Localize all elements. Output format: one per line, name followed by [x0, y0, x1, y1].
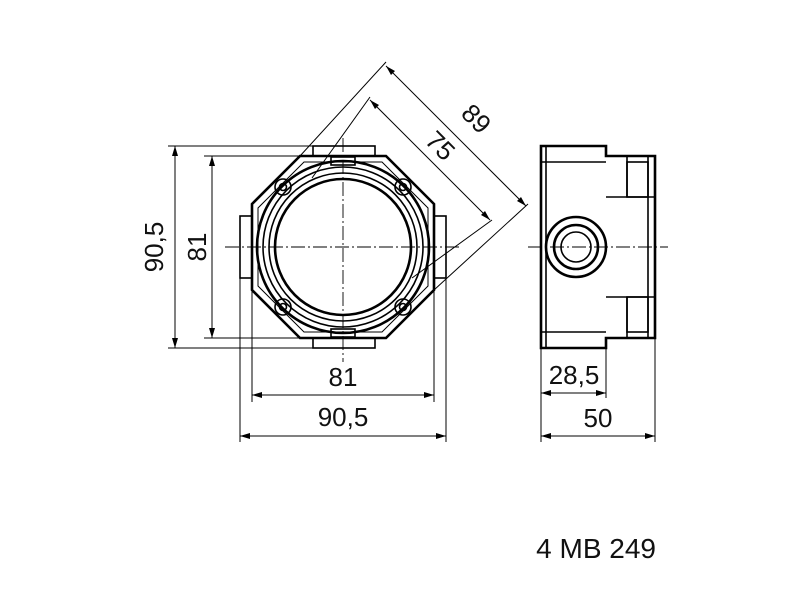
dim-diagonal-outer-label: 89: [456, 98, 498, 140]
side-rib-bottom: [626, 296, 649, 333]
screw-hole-bottom-right: [394, 298, 412, 316]
side-knockout-middle: [552, 223, 600, 271]
dim-depth-total-label: 50: [584, 403, 613, 433]
dim-diagonal-inner-label: 75: [420, 125, 462, 167]
screw-hole-top-right-inner: [398, 182, 408, 192]
front-notch-top: [330, 156, 356, 166]
dim-width-inner-label: 81: [329, 362, 358, 392]
dim-depth-partial: 28,5: [540, 348, 607, 398]
screw-hole-top-left: [274, 178, 292, 196]
front-notch-bottom: [330, 328, 356, 338]
front-box-outline: [250, 154, 436, 340]
dim-depth-total: 50: [540, 338, 656, 442]
side-view: 28,5 50: [528, 144, 668, 442]
side-rib-top: [626, 161, 649, 198]
side-knockout-outer: [544, 215, 608, 279]
front-view: 90,5 81 81 90,5: [139, 61, 529, 442]
dim-height-outer-label: 90,5: [139, 222, 169, 273]
front-outer-ring: [255, 159, 431, 335]
front-bottom-tab: [312, 337, 376, 349]
front-ring-2: [262, 166, 424, 328]
front-screw-holes: [274, 178, 412, 316]
screw-hole-bottom-right-inner: [398, 302, 408, 312]
dim-height-inner: 81: [182, 155, 300, 339]
dim-height-inner-label: 81: [182, 233, 212, 262]
screw-hole-top-left-inner: [278, 182, 288, 192]
screw-hole-bottom-left-inner: [278, 302, 288, 312]
dim-diagonal-outer: 89: [299, 61, 529, 291]
dim-width-outer-label: 90,5: [318, 402, 369, 432]
screw-hole-top-right: [394, 178, 412, 196]
front-ring-3: [268, 172, 418, 322]
dim-width-inner: 81: [251, 290, 435, 402]
dim-width-outer: 90,5: [239, 278, 447, 442]
side-knockout-inner: [560, 231, 592, 263]
screw-hole-bottom-left: [274, 298, 292, 316]
front-opening: [273, 177, 413, 317]
front-top-tab: [312, 145, 376, 157]
product-code: 4 MB 249: [536, 533, 656, 564]
dim-depth-partial-label: 28,5: [549, 360, 600, 390]
